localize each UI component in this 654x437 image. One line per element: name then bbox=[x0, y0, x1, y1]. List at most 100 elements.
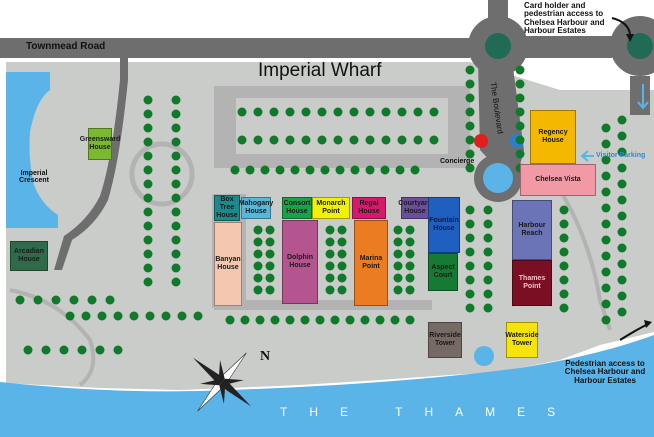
greensward-house[interactable]: Greensward House bbox=[80, 128, 120, 160]
tree bbox=[617, 115, 627, 125]
tree bbox=[465, 65, 475, 75]
tree bbox=[15, 295, 25, 305]
tree bbox=[265, 261, 275, 271]
marina-point[interactable]: Marina Point bbox=[354, 220, 388, 306]
consort-house[interactable]: Consort House bbox=[282, 197, 312, 219]
tree bbox=[253, 225, 263, 235]
access-note-bottom: Pedestrian access to Chelsea Harbour and… bbox=[564, 359, 646, 385]
tree bbox=[143, 235, 153, 245]
tree bbox=[397, 107, 407, 117]
road-gap-east bbox=[389, 18, 395, 38]
courtyard-house[interactable]: Courtyard House bbox=[398, 197, 432, 219]
tree bbox=[253, 107, 263, 117]
tree bbox=[69, 295, 79, 305]
tree bbox=[601, 267, 611, 277]
tree bbox=[345, 315, 355, 325]
tree bbox=[465, 107, 475, 117]
tree bbox=[143, 221, 153, 231]
compass-north-label: N bbox=[260, 349, 271, 364]
tree bbox=[465, 219, 475, 229]
dolphin-house[interactable]: Dolphin House bbox=[282, 220, 318, 304]
south-courtyard bbox=[214, 300, 432, 310]
tree bbox=[171, 221, 181, 231]
roundabout-north-island bbox=[485, 33, 511, 59]
tree bbox=[465, 233, 475, 243]
tree bbox=[405, 237, 415, 247]
tree bbox=[483, 219, 493, 229]
tree bbox=[601, 283, 611, 293]
visitor-parking-label: Visitor Parking bbox=[596, 152, 646, 159]
fountain-house[interactable]: Fountain House bbox=[428, 197, 460, 253]
tree bbox=[393, 237, 403, 247]
tree bbox=[483, 247, 493, 257]
north-block-inner bbox=[236, 98, 448, 154]
tree bbox=[285, 107, 295, 117]
monarch-point[interactable]: Monarch Point bbox=[312, 197, 350, 219]
regency-house[interactable]: Regency House bbox=[530, 110, 576, 164]
thames-point[interactable]: Thames Point bbox=[512, 260, 552, 306]
tree bbox=[483, 205, 493, 215]
east-road bbox=[520, 36, 612, 58]
banyan-house[interactable]: Banyan House bbox=[214, 222, 242, 306]
tree bbox=[395, 165, 405, 175]
chelsea-vista[interactable]: Chelsea Vista bbox=[520, 164, 596, 196]
tree bbox=[365, 135, 375, 145]
aspect-court[interactable]: Aspect Court bbox=[428, 253, 458, 291]
roundabout-east-island bbox=[627, 33, 653, 59]
tree bbox=[143, 193, 153, 203]
tree bbox=[253, 237, 263, 247]
regal-house[interactable]: Regal House bbox=[352, 197, 386, 219]
aspect-label: Aspect Court bbox=[431, 264, 455, 279]
greensward-label: Greensward House bbox=[79, 136, 121, 151]
access-arrow-icon-head bbox=[626, 34, 634, 42]
tree bbox=[230, 165, 240, 175]
waterside-tower[interactable]: Waterside Tower bbox=[505, 322, 539, 358]
tree bbox=[265, 225, 275, 235]
mahogany-house[interactable]: Mahogany House bbox=[239, 197, 273, 219]
tree bbox=[335, 165, 345, 175]
tree bbox=[350, 165, 360, 175]
tree bbox=[515, 79, 525, 89]
tree bbox=[317, 135, 327, 145]
tree bbox=[465, 289, 475, 299]
tree bbox=[171, 151, 181, 161]
tree bbox=[601, 251, 611, 261]
tree bbox=[381, 135, 391, 145]
harbour-reach[interactable]: Harbour Reach bbox=[512, 200, 552, 260]
box-tree-house[interactable]: Box Tree House bbox=[214, 195, 240, 221]
access-note-top: Card holder and pedestrian access to Che… bbox=[524, 1, 605, 36]
tree bbox=[333, 135, 343, 145]
tree bbox=[465, 135, 475, 145]
arcadian-house[interactable]: Arcadian House bbox=[10, 241, 48, 271]
tree bbox=[325, 249, 335, 259]
tree bbox=[59, 345, 69, 355]
tree bbox=[601, 235, 611, 245]
tree bbox=[161, 311, 171, 321]
tree bbox=[559, 303, 569, 313]
tree bbox=[143, 151, 153, 161]
tree bbox=[393, 249, 403, 259]
tree bbox=[51, 295, 61, 305]
tree bbox=[143, 165, 153, 175]
tree bbox=[405, 273, 415, 283]
tree bbox=[601, 203, 611, 213]
tree bbox=[429, 107, 439, 117]
tree bbox=[315, 315, 325, 325]
thames-river bbox=[0, 335, 654, 437]
tree bbox=[465, 303, 475, 313]
tree bbox=[237, 135, 247, 145]
tree bbox=[143, 109, 153, 119]
tree bbox=[337, 249, 347, 259]
tree bbox=[87, 295, 97, 305]
tree bbox=[617, 131, 627, 141]
tree bbox=[325, 273, 335, 283]
tree bbox=[393, 261, 403, 271]
tree bbox=[255, 315, 265, 325]
tree bbox=[483, 303, 493, 313]
riverside-tower[interactable]: Riverside Tower bbox=[428, 322, 462, 358]
tree bbox=[393, 273, 403, 283]
tree bbox=[300, 315, 310, 325]
access-arrow-icon-bottom-head bbox=[644, 320, 652, 328]
east-path bbox=[558, 188, 612, 331]
